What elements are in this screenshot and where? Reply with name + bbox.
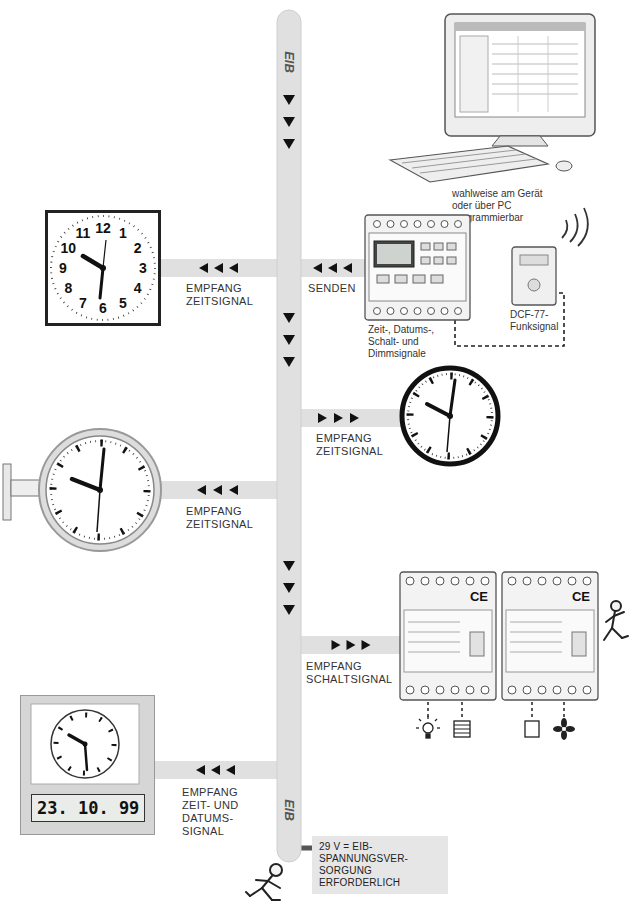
- lamp-symbol: [416, 716, 440, 738]
- date-display: 23. 10. 99: [31, 794, 145, 822]
- bus-branch: [150, 485, 282, 495]
- clock-numeral: 2: [134, 241, 142, 255]
- bus-label: EIB: [282, 51, 297, 73]
- fan-symbol: [553, 718, 575, 740]
- clock-numeral: 10: [61, 241, 77, 255]
- bus-branch: [157, 259, 281, 277]
- bus-branch: [296, 413, 408, 423]
- signal-label: SENDEN: [308, 282, 364, 295]
- heater-symbol: [525, 721, 539, 737]
- dcf-receiver-illustration: [512, 247, 556, 305]
- time-switch: Zeit-, Datums-, Schalt- und Dimmsignale: [365, 215, 470, 320]
- arrow-head: [214, 263, 223, 273]
- clock-numeral: 9: [59, 261, 67, 275]
- pc-illustration: [388, 14, 603, 184]
- bus-branch: [151, 761, 281, 779]
- arrow-head: [226, 765, 235, 775]
- arrow-head: [211, 765, 220, 775]
- clock-numeral: 7: [79, 296, 87, 310]
- signal-label: EMPFANG SCHALTSIGNAL: [306, 660, 398, 686]
- arrow-head: [199, 263, 208, 273]
- arrow-head: [196, 765, 205, 775]
- clock-numeral: 3: [139, 261, 147, 275]
- approval-mark: CE: [572, 590, 590, 604]
- bus-connector: [151, 765, 281, 775]
- bus-branch: [297, 636, 404, 654]
- blind-symbol: [454, 721, 470, 737]
- signal-label: EMPFANG ZEITSIGNAL: [186, 282, 271, 308]
- arrow-head: [313, 263, 322, 273]
- clock-numeral: 12: [95, 221, 111, 235]
- signal-label: EMPFANG ZEITSIGNAL: [186, 505, 271, 531]
- pc-workstation: wahlweise am Gerät oder über PC programm…: [388, 14, 603, 184]
- clock-numeral: 1: [119, 226, 127, 240]
- approval-mark: CE: [470, 590, 488, 604]
- clock-numeral: 11: [76, 226, 91, 240]
- bus-label: EIB: [282, 799, 297, 821]
- arrow-head: [328, 263, 337, 273]
- running-figure: [604, 601, 628, 640]
- device-caption: Zeit-, Datums-, Schalt- und Dimmsignale: [368, 324, 448, 360]
- bus-branch: [297, 259, 369, 277]
- arrow-head: [343, 263, 352, 273]
- arrow-head: [362, 640, 371, 650]
- clock-numeral: 6: [99, 301, 107, 315]
- bus-connector: [297, 640, 404, 650]
- double-sided-clock: [3, 429, 161, 551]
- arrow-head: [229, 263, 238, 273]
- bus-line: EIB EIB: [277, 10, 301, 862]
- switch-actuator: CE: [400, 572, 496, 700]
- arrow-head: [332, 640, 341, 650]
- bus-band: [277, 10, 301, 862]
- time-switch-illustration: [365, 215, 470, 320]
- clock-numeral: 8: [64, 281, 72, 295]
- bus-connector: [157, 263, 281, 273]
- load-wires: [428, 702, 564, 718]
- note-text: 29 V = EIB-SPANNUNGSVER- SORGUNG ERFORDE…: [319, 841, 441, 889]
- power-supply-note: 29 V = EIB-SPANNUNGSVER- SORGUNG ERFORDE…: [312, 836, 448, 894]
- supply-link: [301, 846, 312, 851]
- clock-numeral: 5: [119, 296, 127, 310]
- clock-numeral: 4: [134, 281, 142, 295]
- arrow-head: [347, 640, 356, 650]
- wall-clock: [402, 368, 498, 464]
- square-clock: 12 12 3 45678 9 1011: [45, 210, 161, 326]
- signal-label: EMPFANG ZEIT- UND DATUMS- SIGNAL: [182, 786, 264, 838]
- signal-label: EMPFANG ZEITSIGNAL: [316, 432, 401, 458]
- device-caption: DCF-77-Funksignal: [510, 309, 562, 333]
- bus-connector: [301, 848, 312, 849]
- running-figure: [246, 864, 282, 900]
- bus-connector: [297, 263, 369, 273]
- switch-actuator: CE: [502, 572, 598, 700]
- radio-waves: [562, 208, 588, 246]
- date-clock: 23. 10. 99: [20, 695, 155, 835]
- dcf-receiver: DCF-77-Funksignal: [512, 247, 556, 305]
